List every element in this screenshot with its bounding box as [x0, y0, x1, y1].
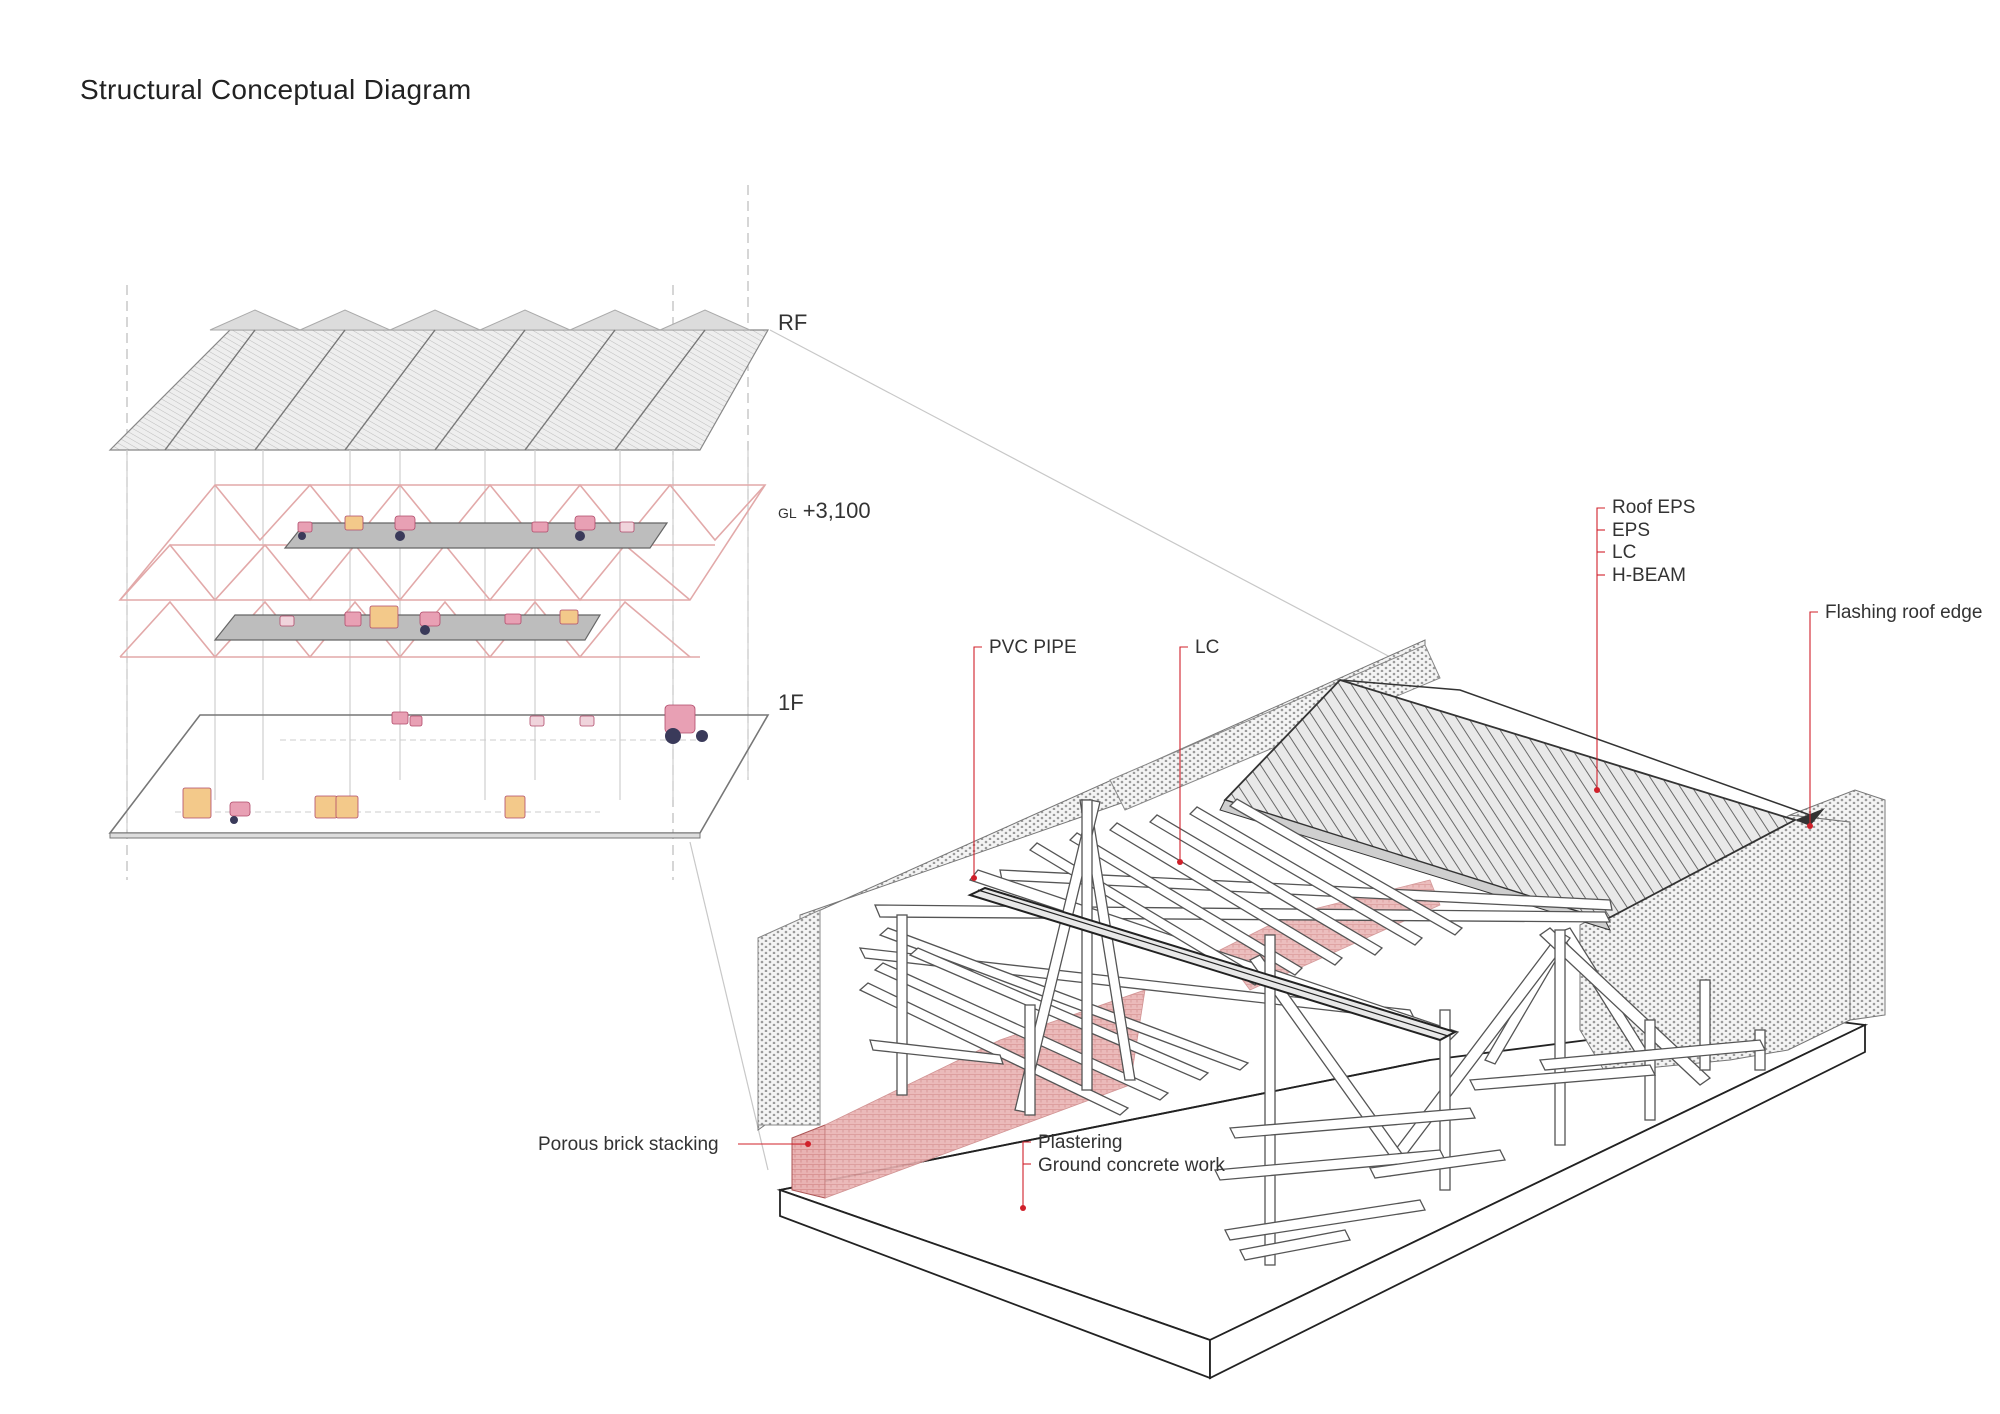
label-lc-stack: LC — [1612, 542, 1637, 563]
right-gable-wall-2 — [1789, 789, 1886, 1021]
level-1f-label: 1F — [778, 690, 804, 715]
page-title: Structural Conceptual Diagram — [80, 74, 472, 105]
upper-platform — [283, 522, 669, 549]
roof-fold-lines — [164, 329, 706, 451]
roof-layer — [108, 309, 770, 451]
label-ground-concrete-work: Ground concrete work — [1038, 1155, 1225, 1176]
main-axonometric — [757, 639, 1886, 1380]
connector-lines — [689, 329, 1431, 1171]
label-pvc-pipe: PVC PIPE — [989, 637, 1077, 658]
equipment-markers — [182, 515, 696, 819]
label-flashing-roof-edge: Flashing roof edge — [1825, 602, 1983, 623]
wheel-markers — [230, 531, 708, 824]
label-porous-brick-stacking: Porous brick stacking — [538, 1134, 719, 1155]
level-rf-label: RF — [778, 310, 808, 335]
left-brick-wall — [757, 909, 821, 1126]
lower-platform — [213, 614, 602, 641]
level-gl-value: +3,100 — [802, 498, 871, 523]
exploded-axonometric — [108, 185, 770, 880]
label-eps: EPS — [1612, 520, 1651, 541]
lower-truss-frame — [119, 600, 700, 659]
leader-dots — [805, 787, 1813, 1211]
level-gl-label: GL +3,100 — [778, 498, 871, 524]
label-lc: LC — [1195, 637, 1220, 658]
label-roof-eps: Roof EPS — [1612, 497, 1696, 518]
level-gl-prefix: GL — [778, 505, 797, 521]
pink-brick-wall-front — [791, 1124, 826, 1199]
label-plastering: Plastering — [1038, 1132, 1123, 1153]
label-h-beam: H-BEAM — [1612, 565, 1686, 586]
leader-lines — [738, 507, 1818, 1208]
ground-floor-slab — [108, 714, 770, 839]
pvc-pipe — [967, 886, 1458, 1042]
roof-ridges — [209, 309, 751, 331]
